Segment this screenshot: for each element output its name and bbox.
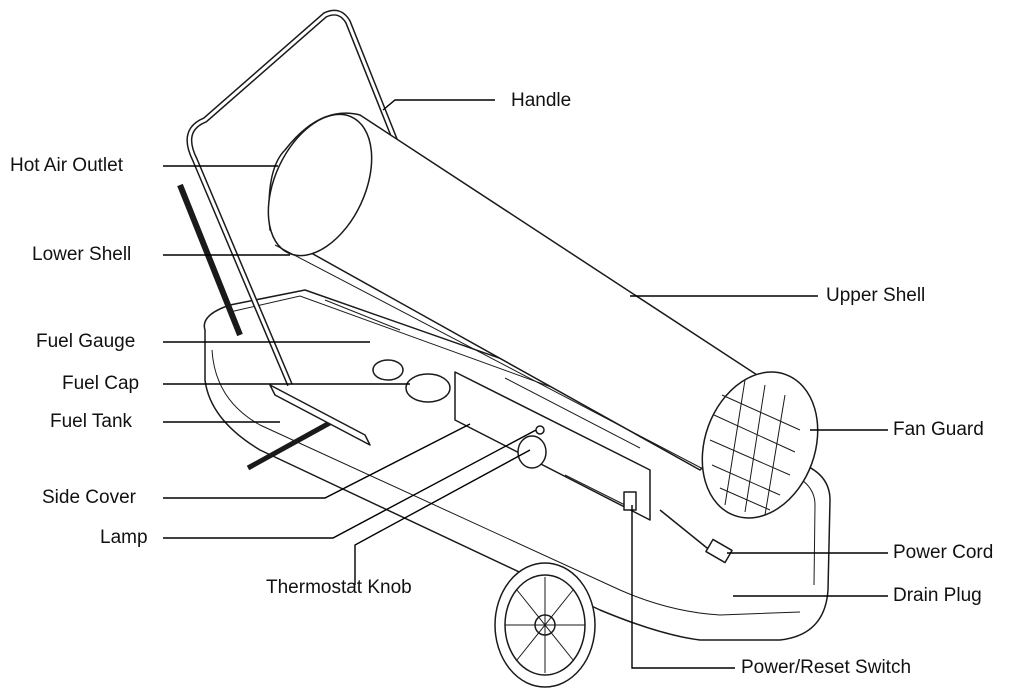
thermostat-dial [517, 435, 547, 469]
label-lower-shell: Lower Shell [32, 244, 132, 265]
label-fan-guard: Fan Guard [893, 419, 984, 440]
label-upper-shell: Upper Shell [826, 285, 926, 306]
label-handle: Handle [511, 90, 572, 111]
fuel-gauge-dial [372, 359, 404, 381]
power-cord-plug [705, 538, 733, 564]
power-cord-cable [659, 509, 713, 553]
label-power-reset-switch: Power/Reset Switch [741, 657, 912, 678]
label-drain-plug: Drain Plug [893, 585, 982, 606]
heater-body [267, 112, 781, 471]
leader-lines [163, 99, 888, 669]
wheel [494, 562, 596, 688]
label-hot-air-outlet: Hot Air Outlet [10, 155, 123, 176]
label-fuel-gauge: Fuel Gauge [36, 331, 136, 352]
side-cover-panel [454, 371, 651, 521]
axle-bar [269, 384, 371, 446]
handle [177, 9, 398, 387]
label-fuel-tank: Fuel Tank [50, 411, 133, 432]
label-fuel-cap: Fuel Cap [62, 373, 140, 394]
lamp-bulb [535, 425, 545, 435]
label-lamp: Lamp [100, 527, 148, 548]
fan-guard [701, 371, 819, 519]
switch-rocker [623, 491, 637, 511]
fuel-cap-knob [405, 373, 451, 403]
label-power-cord: Power Cord [893, 542, 994, 563]
label-side-cover: Side Cover [42, 487, 136, 508]
stand-leg [246, 417, 337, 471]
label-thermostat-knob: Thermostat Knob [266, 577, 412, 598]
